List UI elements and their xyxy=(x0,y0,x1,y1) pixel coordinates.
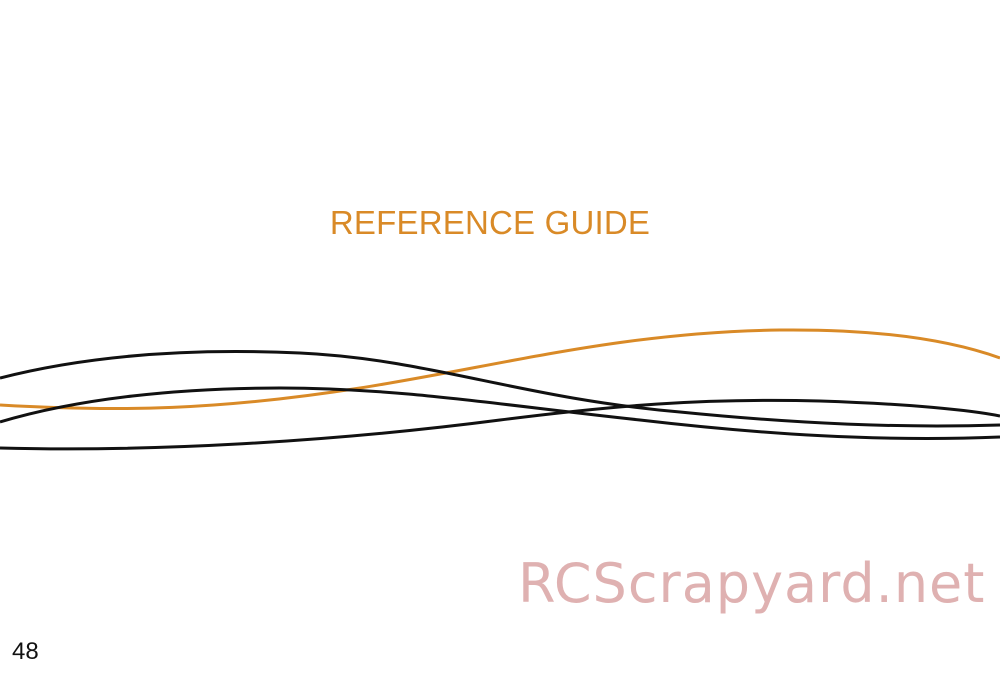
page-title: REFERENCE GUIDE xyxy=(329,204,651,241)
page-number: 48 xyxy=(12,638,39,665)
watermark-text: RCScrapyard.net xyxy=(518,552,986,615)
black-wave-line-upper xyxy=(0,349,1000,428)
decorative-wave-lines xyxy=(0,328,1000,451)
orange-wave-line xyxy=(0,328,1000,411)
black-wave-line-lower xyxy=(0,398,1000,451)
black-wave-line-middle xyxy=(0,386,1000,440)
